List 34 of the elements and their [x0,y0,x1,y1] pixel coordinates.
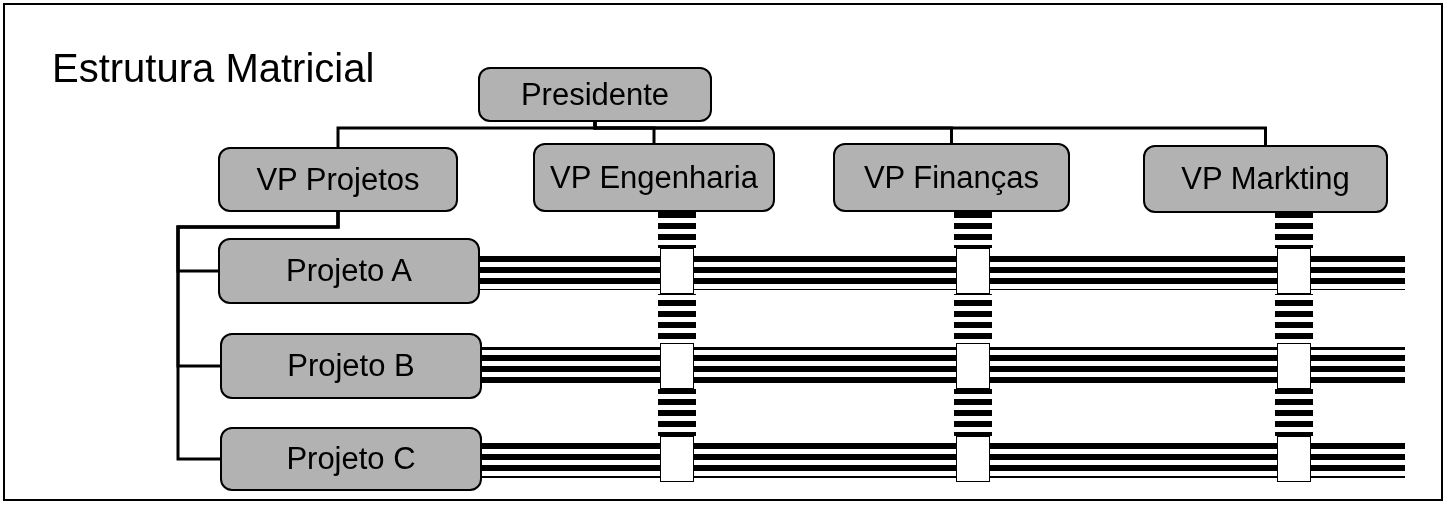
matrix-bar [954,389,992,436]
junction-square [660,343,694,389]
diagram-title: Estrutura Matricial [52,46,375,91]
matrix-bar [990,440,1277,478]
matrix-bar [1311,440,1405,478]
matrix-bar [954,212,992,248]
matrix-bar [482,440,660,478]
junction-square [956,343,990,389]
junction-square [1277,248,1311,294]
junction-square [1277,343,1311,389]
org-box: VP Projetos [218,147,458,212]
project-box: Projeto C [220,427,482,491]
matrix-bar [990,347,1277,385]
org-box: VP Markting [1143,145,1388,213]
matrix-bar [482,347,660,385]
junction-square [1277,436,1311,482]
matrix-bar [1275,213,1313,248]
org-box: VP Finanças [833,143,1070,212]
connector-line [176,212,340,461]
matrix-bar [694,440,956,478]
junction-square [956,436,990,482]
matrix-bar [658,212,696,248]
connector-line [593,121,1267,145]
org-box: VP Engenharia [533,143,775,212]
junction-square [956,248,990,294]
junction-square [660,436,694,482]
matrix-bar [694,347,956,385]
project-box: Projeto A [218,238,480,304]
matrix-bar [658,389,696,436]
matrix-bar [1275,389,1313,436]
org-box: Presidente [478,67,712,122]
matrix-bar [1311,347,1405,385]
junction-square [660,248,694,294]
project-box: Projeto B [220,333,482,399]
